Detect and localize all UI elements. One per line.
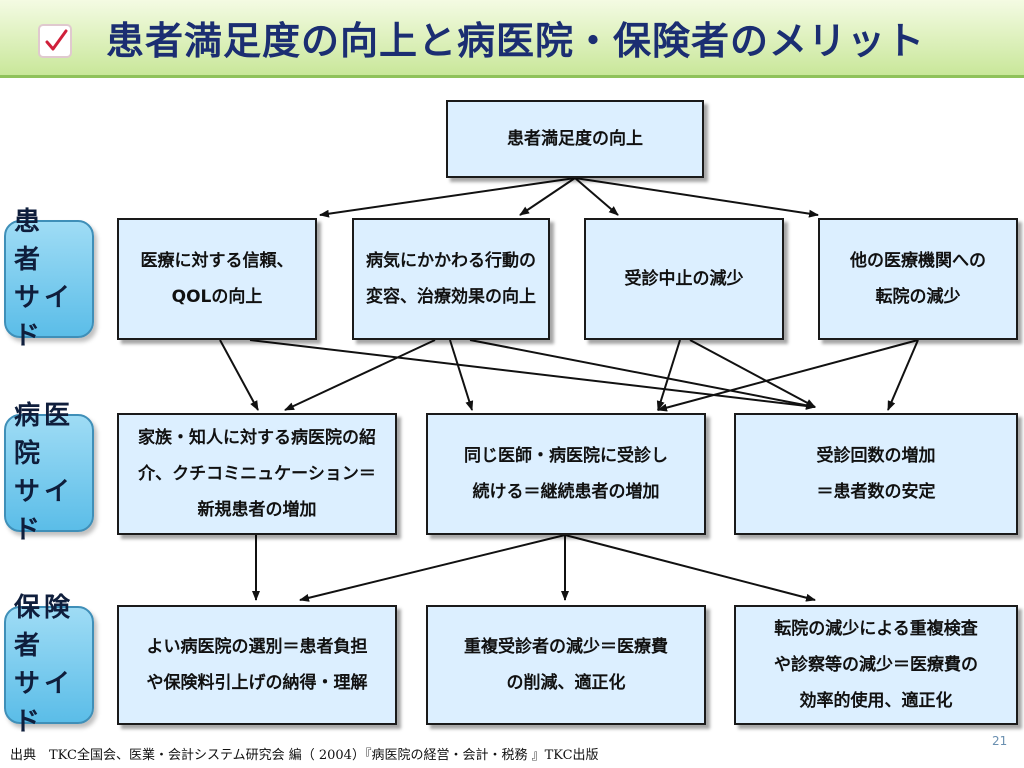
box-continuing-patients: 同じ医師・病医院に受診し 続ける＝継続患者の増加 (426, 413, 706, 535)
page-title: 患者満足度の向上と病医院・保険者のメリット (106, 18, 926, 63)
box-hospital-selection: よい病医院の選別＝患者負担 や保険料引上げの納得・理解 (117, 605, 397, 725)
arrow-top-to-p2 (519, 177, 576, 216)
arrow-p4-to-h3 (887, 339, 919, 411)
arrow-top-to-p1 (319, 177, 576, 218)
box-fewer-transfers: 他の医療機関への 転院の減少 (818, 218, 1018, 340)
side-label-hospital: 病医院 サイド (4, 401, 94, 545)
side-label-patient-line1: 患 者 (14, 207, 75, 275)
arrow-p1-to-h1 (219, 339, 259, 411)
source-citation: 出典 TKC全国会、医業・会計システム研究会 編（ 2004）『病医院の経営・会… (10, 748, 599, 763)
arrow-p3-to-h3 (689, 339, 816, 408)
side-label-patient-line2: サイド (14, 283, 75, 351)
arrow-p2-to-h1 (284, 339, 436, 411)
box-efficient-spending: 転院の減少による重複検査 や診察等の減少＝医療費の 効率的使用、適正化 (734, 605, 1018, 725)
checkbox-checked-icon (38, 24, 72, 58)
arrow-p1-to-h3 (249, 339, 816, 410)
box-cost-reduction: 重複受診者の減少＝医療費 の削減、適正化 (426, 605, 706, 725)
box-stable-patient-count: 受診回数の増加 ＝患者数の安定 (734, 413, 1018, 535)
side-label-hospital-line1: 病医院 (14, 401, 75, 469)
arrow-h2-to-i1 (299, 534, 566, 602)
arrow-p2-to-h2 (449, 339, 474, 411)
side-label-insurer-line2: サイド (14, 669, 75, 737)
title-bar: 患者満足度の向上と病医院・保険者のメリット (0, 0, 1024, 78)
side-label-hospital-line2: サイド (14, 477, 75, 545)
box-behavior-change: 病気にかかわる行動の 変容、治療効果の向上 (352, 218, 550, 340)
side-label-insurer-line1: 保険者 (14, 593, 75, 661)
box-new-patients: 家族・知人に対する病医院の紹 介、クチコミニュケーション＝ 新規患者の増加 (117, 413, 397, 535)
arrow-top-to-p4 (574, 177, 819, 218)
arrow-p4-to-h2 (657, 339, 919, 412)
arrow-h2-to-i3 (564, 534, 816, 602)
arrow-top-to-p3 (574, 177, 619, 216)
arrow-p3-to-h2 (656, 339, 681, 411)
box-patient-satisfaction: 患者満足度の向上 (446, 100, 704, 178)
side-label-insurer: 保険者 サイド (4, 593, 94, 737)
box-trust-qol: 医療に対する信頼、 QOLの向上 (117, 218, 317, 340)
box-fewer-dropouts: 受診中止の減少 (584, 218, 784, 340)
page-number: 21 (992, 734, 1008, 748)
side-label-patient: 患 者 サイド (4, 207, 94, 351)
arrow-p2-to-h3 (469, 339, 816, 410)
